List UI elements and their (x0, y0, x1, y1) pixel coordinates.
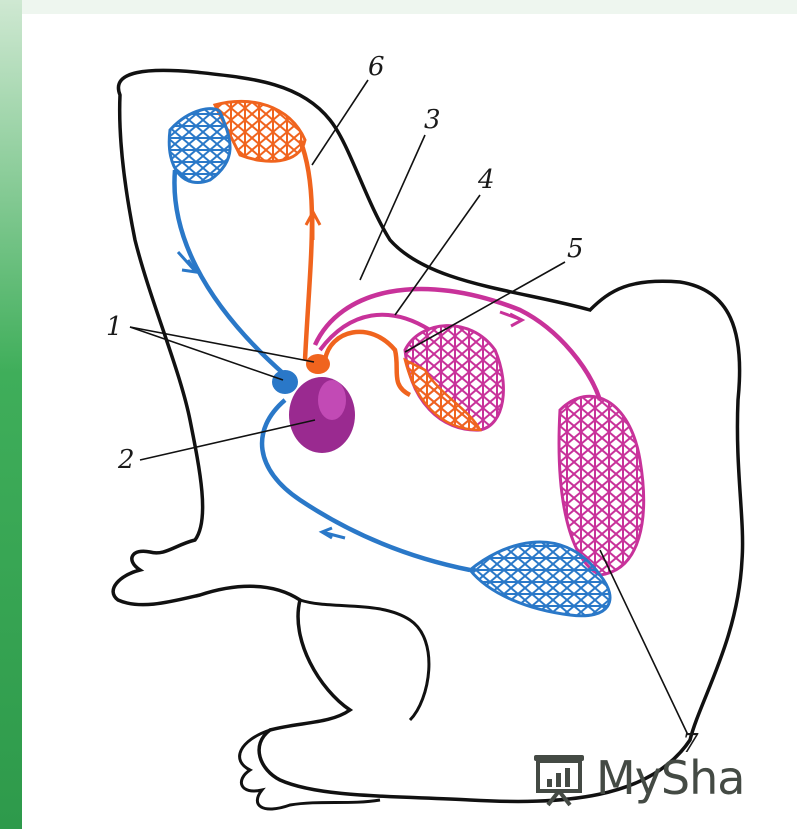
label-5: 5 (567, 234, 584, 264)
label-6: 6 (368, 52, 385, 82)
label-2: 2 (117, 445, 135, 475)
label-4: 4 (477, 165, 495, 195)
head-capillary-net-blue (169, 109, 230, 183)
right-atrium (272, 370, 298, 394)
frog-leg-outline (300, 600, 429, 720)
heart-highlight (318, 380, 346, 420)
watermark-text: MySha (596, 751, 744, 805)
watermark: MySha (530, 748, 744, 808)
arterial-vessel-to-head (300, 140, 312, 360)
arrow-venous-left (322, 528, 345, 538)
label-3: 3 (424, 105, 441, 135)
label-1: 1 (106, 312, 123, 342)
left-atrium (306, 354, 330, 374)
arrow-mixed-right (500, 312, 522, 326)
presentation-chart-icon (530, 749, 588, 807)
arrow-arterial-up (306, 212, 320, 240)
